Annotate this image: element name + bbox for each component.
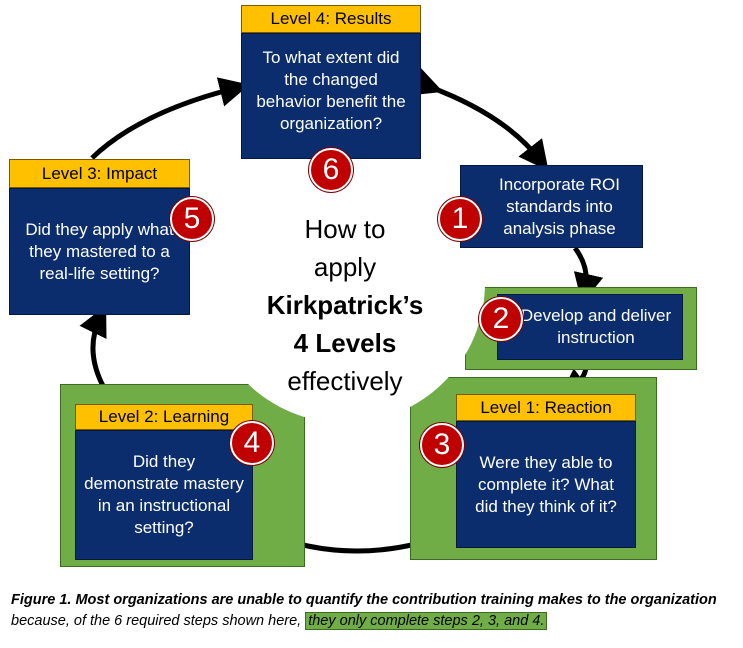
center-line-4: 4 Levels (293, 328, 397, 358)
level-1-header: Level 1: Reaction (456, 394, 636, 421)
caption-highlight: they only complete steps 2, 3, and 4. (305, 612, 548, 630)
step-2-box: Develop and deliver instruction (497, 294, 683, 360)
level-3-header: Level 3: Impact (9, 159, 190, 188)
step-5-badge: 5 (170, 197, 214, 241)
center-line-5: effectively (287, 366, 403, 396)
center-line-1: How to (304, 214, 386, 244)
caption-bold: Figure 1. Most organizations are unable … (11, 592, 717, 608)
figure-caption: Figure 1. Most organizations are unable … (11, 590, 736, 632)
level-4-header: Level 4: Results (241, 5, 421, 33)
center-title: How to apply Kirkpatrick’s 4 Levels effe… (235, 210, 455, 400)
level-2-box: Did they demonstrate mastery in an instr… (75, 430, 253, 560)
arrow-5-to-6 (90, 77, 250, 160)
level-4-box: To what extent did the changed behavior … (241, 33, 421, 159)
step-1-badge: 1 (438, 197, 482, 241)
center-line-3: Kirkpatrick’s (266, 290, 424, 320)
arrow-6-to-1 (409, 67, 549, 172)
caption-plain: because, of the 6 required steps shown h… (11, 613, 306, 629)
level-1-box: Were they able to complete it? What did … (456, 421, 636, 548)
step-4-badge: 4 (230, 421, 274, 465)
step-1-box: Incorporate ROI standards into analysis … (460, 165, 643, 248)
center-line-2: apply (313, 252, 377, 282)
arrow-1-to-2 (572, 246, 604, 304)
step-3-badge: 3 (420, 423, 464, 467)
step-6-badge: 6 (309, 148, 353, 192)
step-2-badge: 2 (479, 297, 523, 341)
level-2-header: Level 2: Learning (75, 404, 253, 430)
center-circle (205, 143, 485, 423)
level-3-box: Did they apply what they mastered to a r… (9, 188, 190, 315)
